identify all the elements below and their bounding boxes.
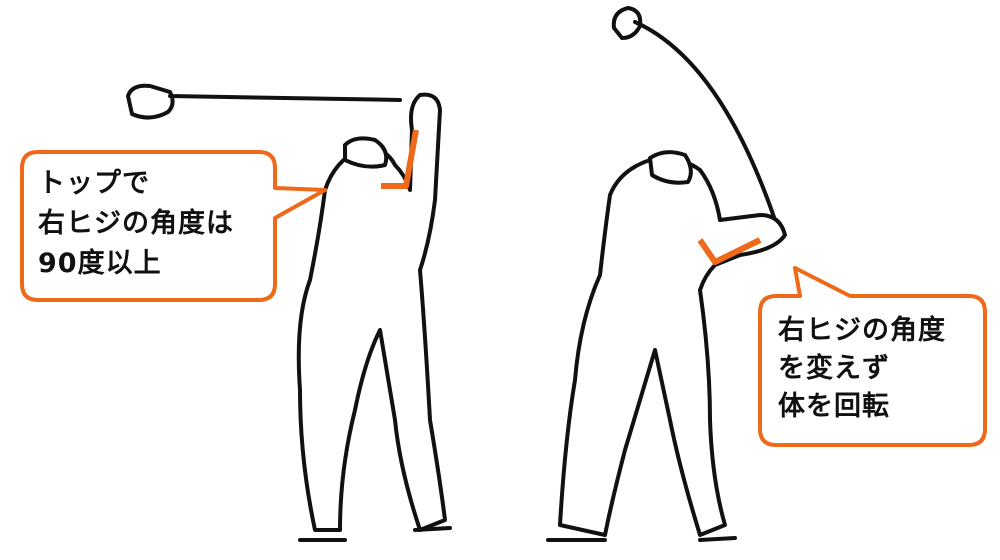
callout-line: 90度以上 <box>38 248 162 279</box>
callout-line: 右ヒジの角度 <box>778 315 946 346</box>
elbow-angle-left <box>381 129 419 189</box>
callout-left-text: トップで 右ヒジの角度は 90度以上 <box>38 164 234 284</box>
callout-left-frame <box>20 150 327 302</box>
club-right <box>611 6 777 222</box>
callout-line: トップで <box>38 168 150 199</box>
callout-line: 体を回転 <box>778 391 890 422</box>
callout-right-text: 右ヒジの角度 を変えず 体を回転 <box>778 312 946 426</box>
golfer-right <box>546 6 787 542</box>
callout-line: を変えず <box>778 353 890 384</box>
golfer-left <box>126 83 452 542</box>
callout-line: 右ヒジの角度は <box>38 208 234 239</box>
elbow-angle-right <box>697 237 762 265</box>
callout-right-frame <box>758 266 987 447</box>
club-left <box>126 83 402 120</box>
